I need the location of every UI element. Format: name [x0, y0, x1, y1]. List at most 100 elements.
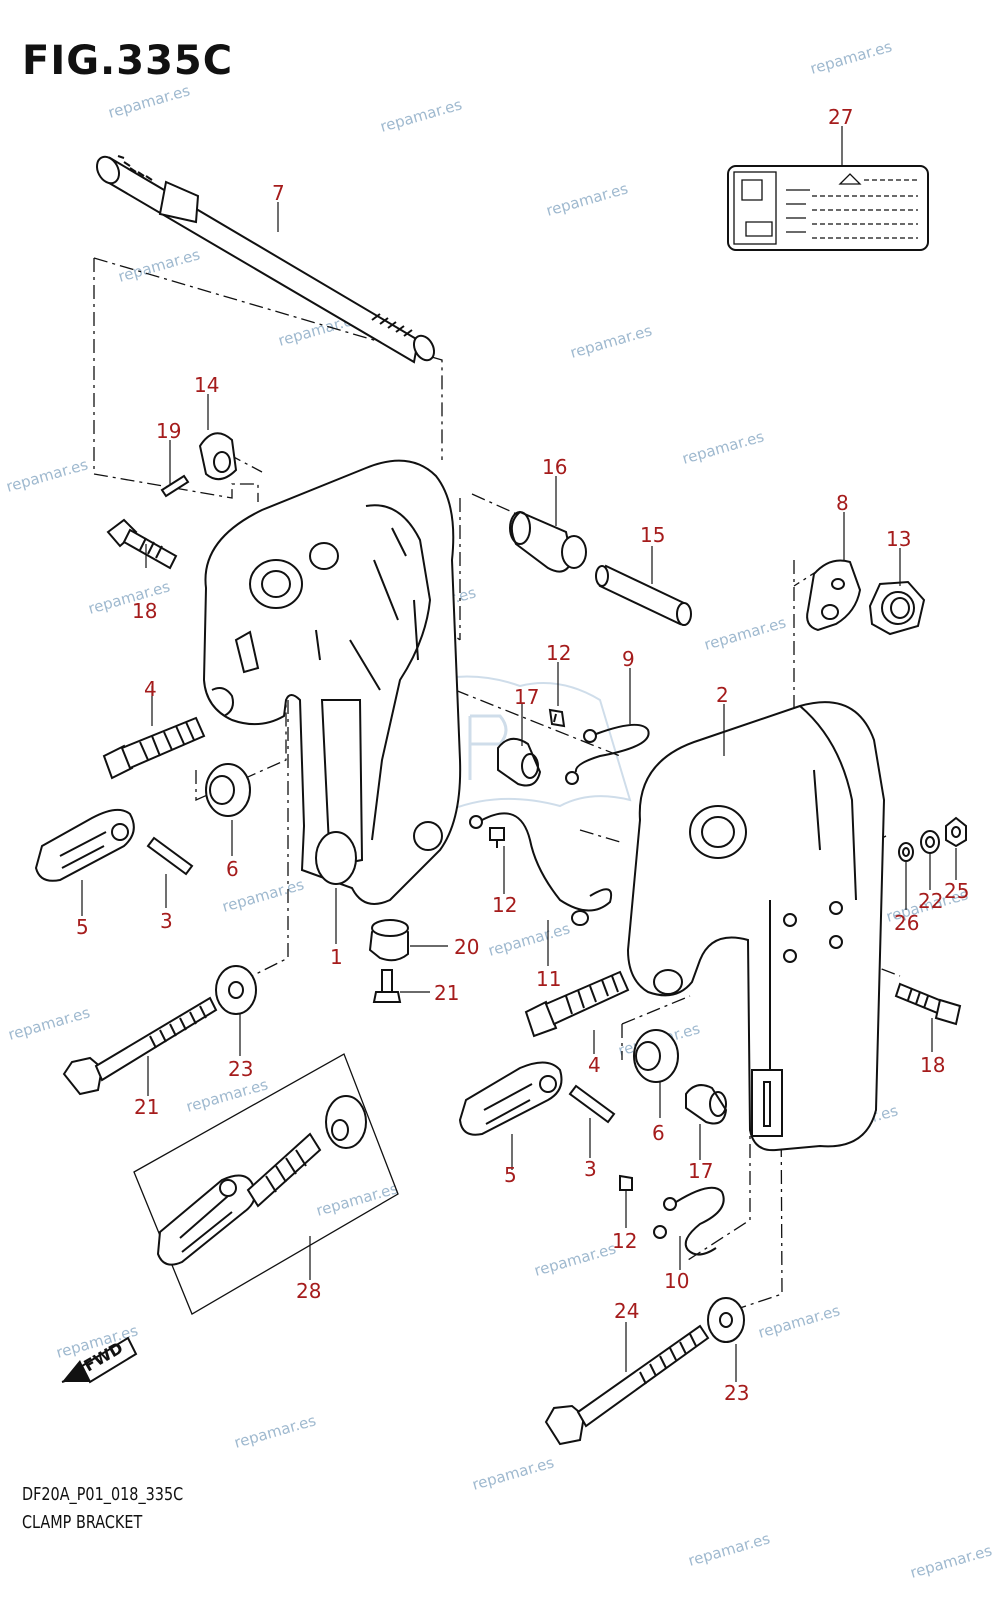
part-20-bushing	[368, 919, 409, 962]
callout-7: 7	[272, 181, 285, 205]
callout-24: 24	[614, 1299, 639, 1323]
part-1-clamp-bracket-left	[202, 459, 462, 905]
watermark: repamar.es	[470, 1453, 556, 1494]
watermark: repamar.es	[184, 1075, 270, 1116]
part-16-bushing	[509, 510, 587, 573]
callout-20: 20	[454, 935, 479, 959]
watermark: repamar.es	[378, 95, 464, 136]
callout-26: 26	[894, 911, 919, 935]
leader-lines	[81, 126, 957, 1382]
part-22-washer	[920, 830, 940, 854]
watermark: repamar.es	[116, 245, 202, 286]
callout-12-lower: 12	[612, 1229, 637, 1253]
callout-17-lower: 17	[688, 1159, 713, 1183]
part-12-screw-lower	[619, 1174, 633, 1191]
part-21-bolt-center	[372, 969, 402, 1003]
callout-3-right: 3	[584, 1157, 597, 1181]
part-3-pin-left	[146, 836, 194, 876]
callout-15: 15	[640, 523, 665, 547]
callout-28: 28	[296, 1279, 321, 1303]
callout-18-right: 18	[920, 1053, 945, 1077]
callout-5-right: 5	[504, 1163, 517, 1187]
watermark: repamar.es	[232, 1411, 318, 1452]
watermark: repamar.es	[544, 179, 630, 220]
part-10-ground-wire	[653, 1186, 725, 1256]
part-9-ground-wire	[565, 723, 650, 785]
part-23-washer-lower	[707, 1297, 745, 1343]
callout-6-left: 6	[226, 857, 239, 881]
callout-25: 25	[944, 879, 969, 903]
part-17-bushing-upper	[497, 737, 542, 787]
callout-27: 27	[828, 105, 853, 129]
callout-numbers: 7 27 14 19 16 15 8 13 18 4 6 5 3 1 20 21…	[76, 105, 969, 1405]
watermark: repamar.es	[568, 321, 654, 362]
watermark: repamar.es	[486, 919, 572, 960]
watermark: repamar.es	[86, 577, 172, 618]
part-12-screw-upper	[548, 708, 566, 728]
callout-21-center: 21	[434, 981, 459, 1005]
watermark: repamar.es	[686, 1529, 772, 1570]
callout-22: 22	[918, 889, 943, 913]
callout-12-middle: 12	[492, 893, 517, 917]
callout-18-left: 18	[132, 599, 157, 623]
callout-8: 8	[836, 491, 849, 515]
part-4-bolt-right	[524, 970, 630, 1038]
callout-2: 2	[716, 683, 729, 707]
callout-19: 19	[156, 419, 181, 443]
callout-16: 16	[542, 455, 567, 479]
watermark: repamar.es	[702, 613, 788, 654]
part-28-clamp-screw-kit	[133, 1053, 399, 1315]
callout-13: 13	[886, 527, 911, 551]
callout-10: 10	[664, 1269, 689, 1293]
watermark: repamar.es	[532, 1239, 618, 1280]
callout-23-upper: 23	[228, 1057, 253, 1081]
diagram-code: DF20A_P01_018_335C	[22, 1484, 184, 1505]
callout-12-upper: 12	[546, 641, 571, 665]
part-5-lever-left	[34, 808, 135, 882]
part-27-caution-label	[727, 165, 929, 251]
part-15-shaft	[595, 564, 692, 626]
callout-5-left: 5	[76, 915, 89, 939]
part-11-ground-wire	[469, 812, 612, 926]
part-26-washer	[898, 842, 914, 862]
callout-17-upper: 17	[514, 685, 539, 709]
callout-9: 9	[622, 647, 635, 671]
part-17-bushing-lower	[685, 1084, 728, 1125]
part-6-washer-right	[633, 1029, 679, 1083]
part-18-bolt-right	[894, 982, 962, 1026]
watermark: repamar.es	[220, 875, 306, 916]
part-5-lever-right	[458, 1061, 563, 1136]
part-13-nut	[868, 580, 926, 636]
part-6-washer-left	[205, 763, 251, 817]
callout-1: 1	[330, 945, 343, 969]
part-7-tilt-tube	[95, 155, 436, 364]
part-18-bolt-left	[106, 518, 178, 570]
watermark: repamar.es	[6, 1003, 92, 1044]
watermark: repamar.es	[908, 1541, 994, 1582]
callout-14: 14	[194, 373, 219, 397]
watermark: repamar.es	[756, 1301, 842, 1342]
part-23-washer-upper	[215, 965, 257, 1015]
callout-3-left: 3	[160, 909, 173, 933]
diagram-subtitle: CLAMP BRACKET	[22, 1512, 143, 1533]
callout-4-left: 4	[144, 677, 157, 701]
part-14-bushing	[198, 432, 238, 481]
watermark: repamar.es	[680, 427, 766, 468]
part-4-bolt-left	[102, 716, 206, 780]
watermark: repamar.es	[4, 455, 90, 496]
part-2-clamp-bracket-right	[626, 701, 886, 1152]
callout-6-right: 6	[652, 1121, 665, 1145]
callout-11: 11	[536, 967, 561, 991]
watermark: repamar.es	[808, 37, 894, 78]
part-25-nut	[945, 816, 967, 848]
part-21-long-bolt	[62, 996, 218, 1096]
part-19-pin	[160, 474, 190, 498]
callout-4-right: 4	[588, 1053, 601, 1077]
watermark: repamar.es	[106, 81, 192, 122]
callout-21-long: 21	[134, 1095, 159, 1119]
part-12-screw-middle	[489, 827, 505, 848]
figure-title: FIG.335C	[22, 38, 234, 84]
part-3-pin-right	[568, 1084, 616, 1124]
